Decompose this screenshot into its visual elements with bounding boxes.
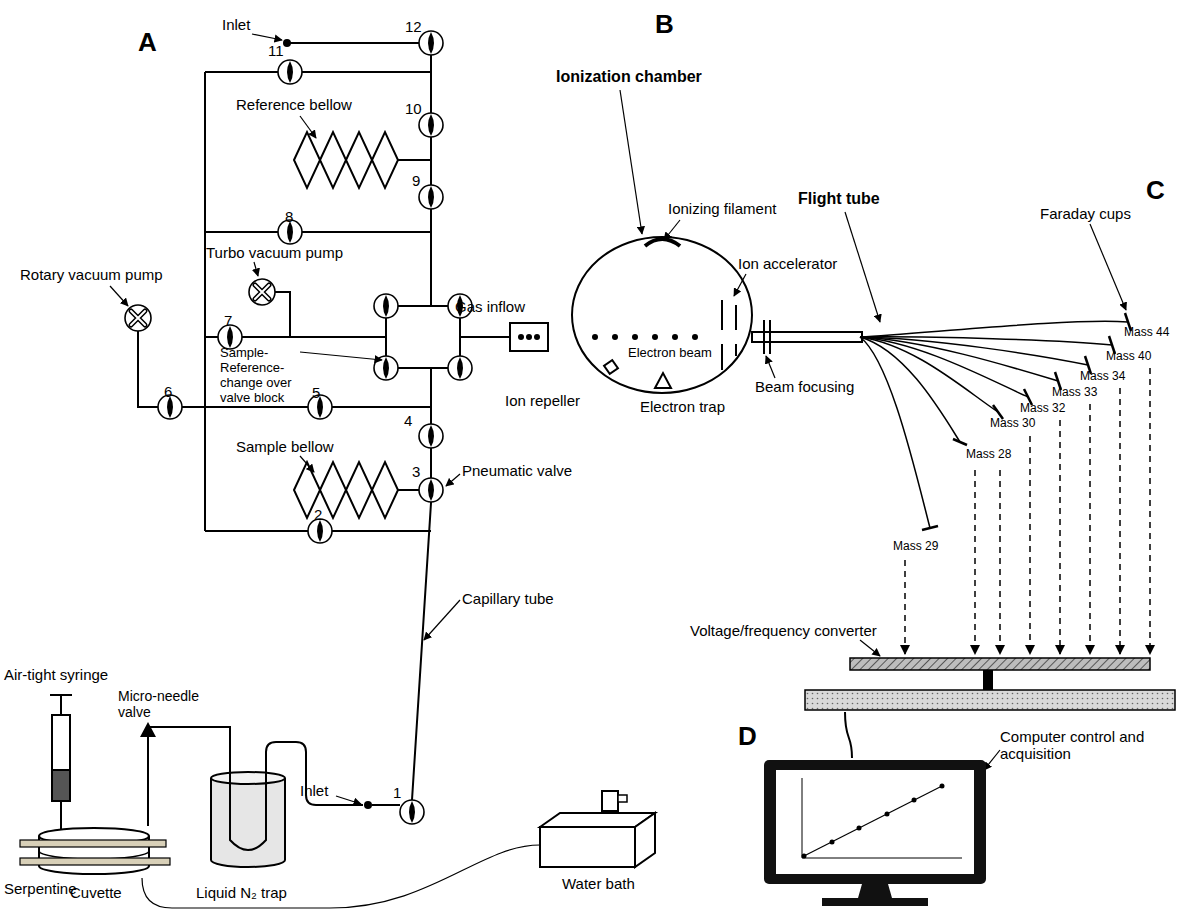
label-text: Voltage/frequency converter bbox=[690, 622, 877, 639]
label-text: D bbox=[738, 722, 757, 752]
label-text: 12 bbox=[405, 18, 422, 35]
signal-arrows bbox=[905, 368, 1150, 654]
label-text: Ion accelerator bbox=[738, 255, 837, 272]
label-text: 3 bbox=[412, 463, 420, 480]
beam-dots bbox=[518, 334, 698, 340]
converter-bar: Voltage/frequency converter bbox=[805, 656, 1175, 712]
inlet-dot bbox=[364, 801, 372, 809]
label-text: Inlet bbox=[222, 16, 250, 33]
node-shape bbox=[36, 826, 152, 878]
label-text: Mass 29 bbox=[893, 540, 938, 554]
label-text: Faraday cups bbox=[1040, 205, 1131, 222]
label-text: Reference bellow bbox=[236, 96, 352, 113]
label-text: 4 bbox=[404, 412, 412, 429]
label-text: Computer control and acquisition bbox=[1000, 728, 1170, 763]
label-text: Mass 34 bbox=[1080, 370, 1125, 384]
label-text: Electron beam bbox=[628, 346, 712, 361]
label-text: Mass 30 bbox=[990, 417, 1035, 431]
label-text: Pneumatic valve bbox=[462, 462, 572, 479]
cuvette: Cuvette bbox=[36, 826, 152, 878]
valves bbox=[158, 31, 472, 824]
label-text: Capillary tube bbox=[462, 590, 554, 607]
label-text: 7 bbox=[224, 312, 232, 329]
label-text: Turbo vacuum pump bbox=[206, 244, 343, 261]
faraday-cups bbox=[922, 313, 1131, 530]
label-text: 1 bbox=[393, 784, 401, 801]
label-text: 6 bbox=[164, 383, 172, 400]
flight-tube bbox=[860, 321, 1128, 528]
connector-line bbox=[845, 712, 852, 758]
label-text: 8 bbox=[285, 208, 293, 225]
label-text: 10 bbox=[405, 100, 422, 117]
label-text: Ionizing filament bbox=[668, 200, 776, 217]
syringe bbox=[50, 695, 72, 830]
label-text: Gas inflow bbox=[455, 298, 525, 315]
label-text: Ion repeller bbox=[505, 392, 580, 409]
label-text: Mass 32 bbox=[1020, 402, 1065, 416]
cold-trap: Liquid N₂ trap bbox=[208, 770, 288, 870]
leader-arrows bbox=[110, 34, 1126, 804]
water-bath: Water bath bbox=[540, 805, 665, 870]
label-text: Air-tight syringe bbox=[4, 666, 108, 683]
label-text: C bbox=[1146, 176, 1165, 206]
label-text: Water bath bbox=[562, 875, 635, 892]
label-text: Liquid N₂ trap bbox=[196, 884, 287, 901]
label-text: Mass 28 bbox=[966, 448, 1011, 462]
label-text: 5 bbox=[312, 384, 320, 401]
label-text: Rotary vacuum pump bbox=[20, 266, 163, 283]
computer-monitor: Computer control and acquisition bbox=[762, 758, 988, 908]
label-text: Sample bellow bbox=[236, 438, 334, 455]
label-text: Mass 33 bbox=[1052, 386, 1097, 400]
label-text: A bbox=[138, 28, 157, 58]
label-text: 2 bbox=[314, 506, 322, 523]
label-text: Electron trap bbox=[640, 398, 725, 415]
label-text: Cuvette bbox=[70, 884, 122, 901]
label-text: 11 bbox=[268, 42, 284, 59]
vacuum-pumps bbox=[125, 279, 275, 331]
node-shape bbox=[540, 805, 665, 870]
label-text: B bbox=[655, 10, 674, 40]
label-text: Flight tube bbox=[798, 190, 880, 208]
node-shape bbox=[208, 770, 288, 870]
label-text: Micro-needle valve bbox=[118, 688, 213, 720]
node-shape bbox=[762, 758, 988, 908]
node-shape bbox=[805, 656, 1175, 712]
ionization-chamber bbox=[510, 237, 862, 393]
label-text: Ionization chamber bbox=[556, 68, 702, 86]
label-text: Serpentine bbox=[4, 880, 77, 897]
label-text: 9 bbox=[412, 172, 420, 189]
label-text: Inlet bbox=[300, 782, 328, 799]
connector-line bbox=[142, 845, 540, 908]
label-text: Sample-Reference-change over valve block bbox=[220, 346, 304, 406]
inlet-dot bbox=[283, 39, 291, 47]
label-text: Mass 40 bbox=[1106, 350, 1151, 364]
label-text: Mass 44 bbox=[1124, 326, 1169, 340]
label-text: Beam focusing bbox=[755, 378, 854, 395]
